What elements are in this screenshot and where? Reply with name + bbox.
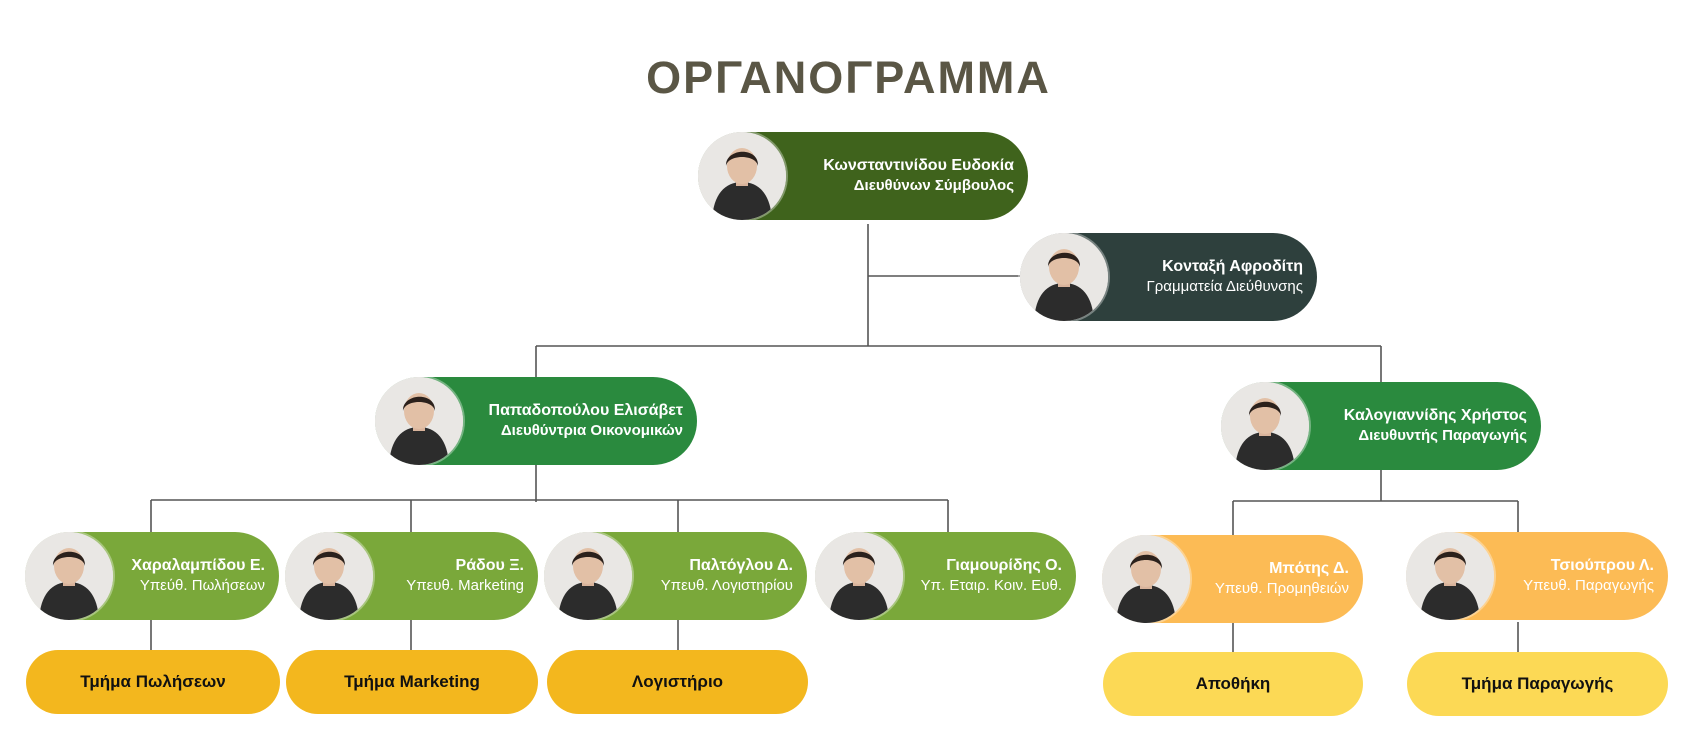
ceo-name: Κωνσταντινίδου Ευδοκία (823, 157, 1014, 174)
secretary-card: Κονταξή Αφροδίτη Γραμματεία Διεύθυνσης (1020, 233, 1317, 321)
director-role: Διευθύντρια Οικονομικών (500, 422, 683, 439)
manager-name: Ράδου Ξ. (455, 557, 524, 574)
manager-card-sales: Χαραλαμπίδου Ε. Υπεύθ. Πωλήσεων (25, 532, 279, 620)
manager-name: Μπότης Δ. (1269, 560, 1349, 577)
avatar-icon (285, 532, 373, 620)
manager-name: Παλτόγλου Δ. (689, 557, 793, 574)
manager-role: Υπευθ. Λογιστηρίου (660, 577, 793, 594)
manager-role: Υπ. Εταιρ. Κοιν. Ευθ. (920, 577, 1062, 594)
director-name: Καλογιαννίδης Χρήστος (1343, 407, 1527, 424)
ceo-role: Διευθύνων Σύμβουλος (853, 177, 1014, 194)
manager-name: Γιαμουρίδης Ο. (946, 557, 1062, 574)
avatar-icon (815, 532, 903, 620)
page-title: ΟΡΓΑΝΟΓΡΑΜΜΑ (646, 52, 1051, 103)
avatar-icon (375, 377, 463, 465)
manager-card-production: Τσιούπρου Λ. Υπευθ. Παραγωγής (1406, 532, 1668, 620)
secretary-name: Κονταξή Αφροδίτη (1162, 258, 1303, 275)
avatar-icon (1102, 535, 1190, 623)
director-role: Διευθυντής Παραγωγής (1358, 427, 1527, 444)
manager-name: Τσιούπρου Λ. (1550, 557, 1654, 574)
department-warehouse: Αποθήκη (1103, 652, 1363, 716)
director-name: Παπαδοπούλου Ελισάβετ (488, 402, 683, 419)
director-card-production: Καλογιαννίδης Χρήστος Διευθυντής Παραγωγ… (1221, 382, 1541, 470)
department-marketing: Τμήμα Marketing (286, 650, 538, 714)
avatar-icon (698, 132, 786, 220)
ceo-card: Κωνσταντινίδου Ευδοκία Διευθύνων Σύμβουλ… (698, 132, 1028, 220)
avatar-icon (544, 532, 632, 620)
director-card-finance: Παπαδοπούλου Ελισάβετ Διευθύντρια Οικονο… (375, 377, 697, 465)
manager-role: Υπευθ. Προμηθειών (1214, 580, 1349, 597)
avatar-icon (1020, 233, 1108, 321)
manager-card-csr: Γιαμουρίδης Ο. Υπ. Εταιρ. Κοιν. Ευθ. (815, 532, 1076, 620)
manager-card-accounting: Παλτόγλου Δ. Υπευθ. Λογιστηρίου (544, 532, 807, 620)
manager-card-marketing: Ράδου Ξ. Υπευθ. Marketing (285, 532, 538, 620)
manager-name: Χαραλαμπίδου Ε. (131, 557, 265, 574)
department-production: Τμήμα Παραγωγής (1407, 652, 1668, 716)
manager-role: Υπευθ. Marketing (406, 577, 524, 594)
manager-role: Υπευθ. Παραγωγής (1523, 577, 1654, 594)
avatar-icon (25, 532, 113, 620)
department-sales: Τμήμα Πωλήσεων (26, 650, 280, 714)
avatar-icon (1406, 532, 1494, 620)
manager-card-procurement: Μπότης Δ. Υπευθ. Προμηθειών (1102, 535, 1363, 623)
manager-role: Υπεύθ. Πωλήσεων (139, 577, 265, 594)
department-accounting: Λογιστήριο (547, 650, 808, 714)
avatar-icon (1221, 382, 1309, 470)
secretary-role: Γραμματεία Διεύθυνσης (1146, 278, 1304, 295)
